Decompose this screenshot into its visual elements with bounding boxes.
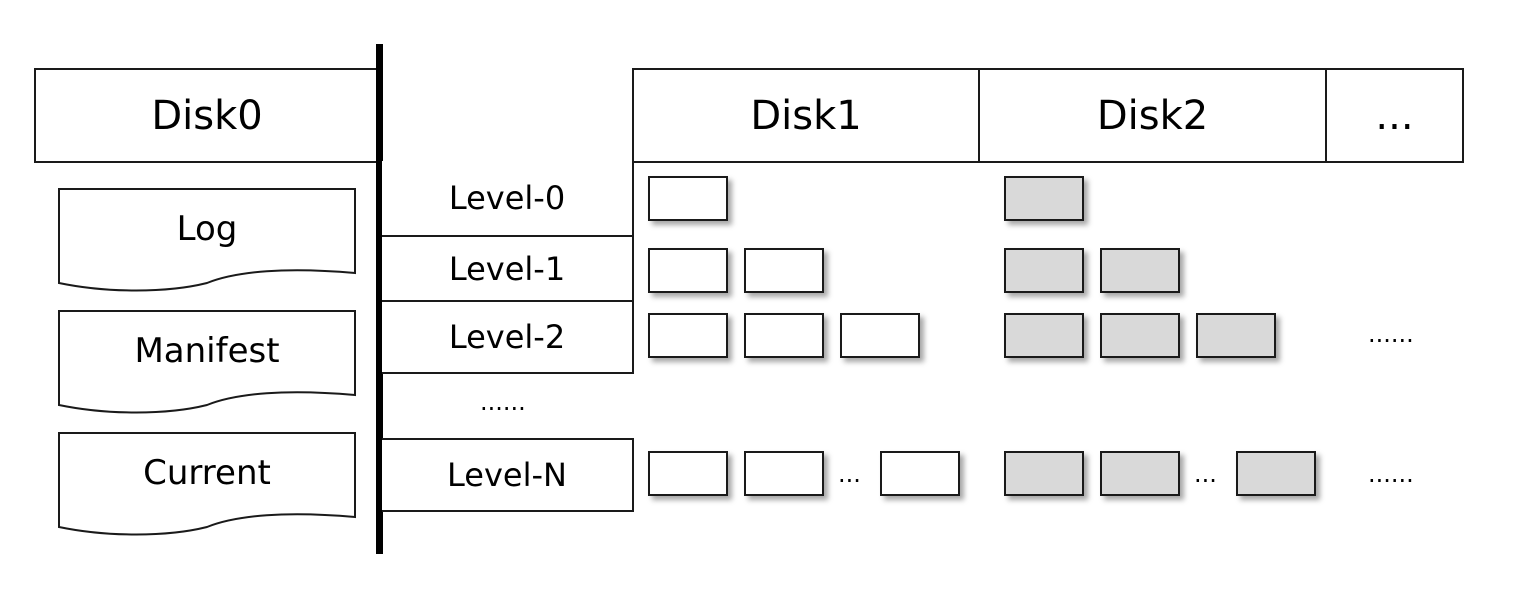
disk2-sstable bbox=[1100, 451, 1180, 496]
disk0-header: Disk0 bbox=[34, 68, 380, 163]
log-label: Log bbox=[176, 209, 238, 249]
more-disks-header: ... bbox=[1325, 68, 1464, 163]
disk1-level-n-ellipsis: ... bbox=[838, 460, 861, 488]
disk2-sstable bbox=[1100, 313, 1180, 358]
levels-ellipsis: ...... bbox=[480, 388, 526, 416]
disk1-sstable bbox=[648, 176, 728, 221]
disk1-sstable bbox=[744, 451, 824, 496]
log-file: Log bbox=[57, 187, 357, 295]
disk2-sstable bbox=[1100, 248, 1180, 293]
disk2-sstable bbox=[1004, 313, 1084, 358]
current-label: Current bbox=[143, 453, 271, 493]
more-disks-level-n-ellipsis: ...... bbox=[1368, 460, 1414, 488]
disk1-sstable bbox=[744, 313, 824, 358]
document-shape bbox=[58, 188, 356, 292]
disk1-sstable bbox=[648, 451, 728, 496]
disk1-sstable bbox=[880, 451, 960, 496]
disk2-sstable bbox=[1236, 451, 1316, 496]
disk1-sstable bbox=[744, 248, 824, 293]
disk2-sstable bbox=[1004, 451, 1084, 496]
manifest-file: Manifest bbox=[57, 309, 357, 417]
disk2-header: Disk2 bbox=[978, 68, 1327, 163]
disk1-header: Disk1 bbox=[632, 68, 980, 163]
disk2-level-n-ellipsis: ... bbox=[1194, 460, 1217, 488]
disk1-sstable bbox=[840, 313, 920, 358]
level-2-cell: Level-2 bbox=[382, 300, 634, 374]
current-file: Current bbox=[57, 431, 357, 539]
level-1-cell: Level-1 bbox=[382, 235, 634, 302]
level-0-cell: Level-0 bbox=[382, 161, 634, 237]
disk2-sstable bbox=[1196, 313, 1276, 358]
disk2-sstable bbox=[1004, 176, 1084, 221]
document-shape bbox=[58, 432, 356, 536]
document-shape bbox=[58, 310, 356, 414]
disk1-sstable bbox=[648, 248, 728, 293]
disk2-sstable bbox=[1004, 248, 1084, 293]
more-disks-level-2-ellipsis: ...... bbox=[1368, 320, 1414, 348]
disk0-divider bbox=[376, 44, 383, 554]
manifest-label: Manifest bbox=[134, 331, 280, 371]
disk1-sstable bbox=[648, 313, 728, 358]
level-n-cell: Level-N bbox=[382, 438, 634, 512]
